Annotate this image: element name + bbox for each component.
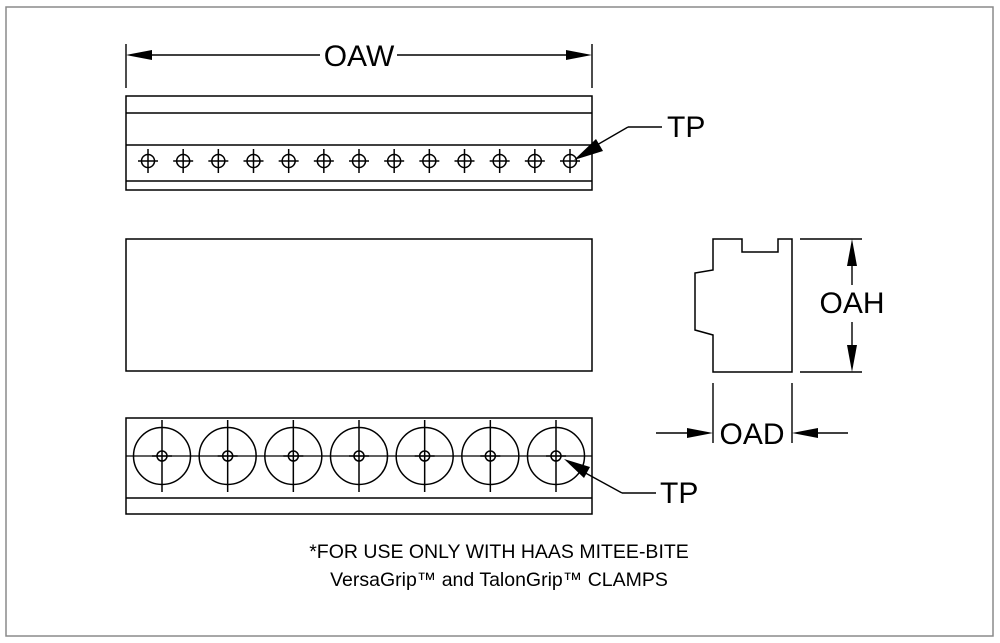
tapped-hole bbox=[138, 149, 158, 173]
bottom-view bbox=[125, 417, 593, 515]
top-hole-row bbox=[138, 149, 580, 173]
oah-top-arrow bbox=[847, 239, 857, 266]
front-view bbox=[125, 238, 593, 372]
tapped-hole bbox=[349, 149, 369, 173]
oad-right-arrow bbox=[792, 428, 818, 438]
top-tp-label: TP bbox=[667, 111, 705, 144]
oah-label: OAH bbox=[819, 287, 884, 320]
tapped-hole bbox=[243, 149, 264, 173]
bottom-counterbore-row bbox=[126, 420, 592, 492]
bottom-tp-label: TP bbox=[660, 477, 698, 510]
oaw-right-arrow bbox=[566, 50, 592, 60]
oaw-label: OAW bbox=[324, 40, 395, 73]
oaw-left-arrow bbox=[126, 50, 152, 60]
tapped-hole bbox=[419, 149, 440, 173]
note-line-1: *FOR USE ONLY WITH HAAS MITEE-BITE bbox=[309, 541, 689, 563]
tapped-hole bbox=[560, 149, 580, 173]
drawing-border bbox=[5, 6, 994, 637]
oah-dimension bbox=[800, 238, 862, 373]
tapped-hole bbox=[313, 149, 334, 173]
tapped-hole bbox=[524, 149, 545, 173]
tapped-hole bbox=[208, 149, 229, 173]
oad-left-arrow bbox=[687, 428, 713, 438]
oad-label: OAD bbox=[719, 418, 784, 451]
tapped-hole bbox=[454, 149, 475, 173]
bottom-tp-leader bbox=[564, 459, 656, 494]
top-tp-leader bbox=[574, 126, 662, 160]
tapped-hole bbox=[173, 149, 194, 173]
oaw-dimension bbox=[125, 44, 593, 88]
oah-bottom-arrow bbox=[847, 345, 857, 372]
tapped-hole bbox=[489, 149, 510, 173]
oad-dimension bbox=[656, 383, 848, 443]
top-view bbox=[125, 95, 593, 191]
side-view-profile bbox=[694, 238, 793, 373]
tapped-hole bbox=[278, 149, 299, 173]
tapped-hole bbox=[384, 149, 405, 173]
note-line-2: VersaGrip™ and TalonGrip™ CLAMPS bbox=[330, 569, 668, 591]
